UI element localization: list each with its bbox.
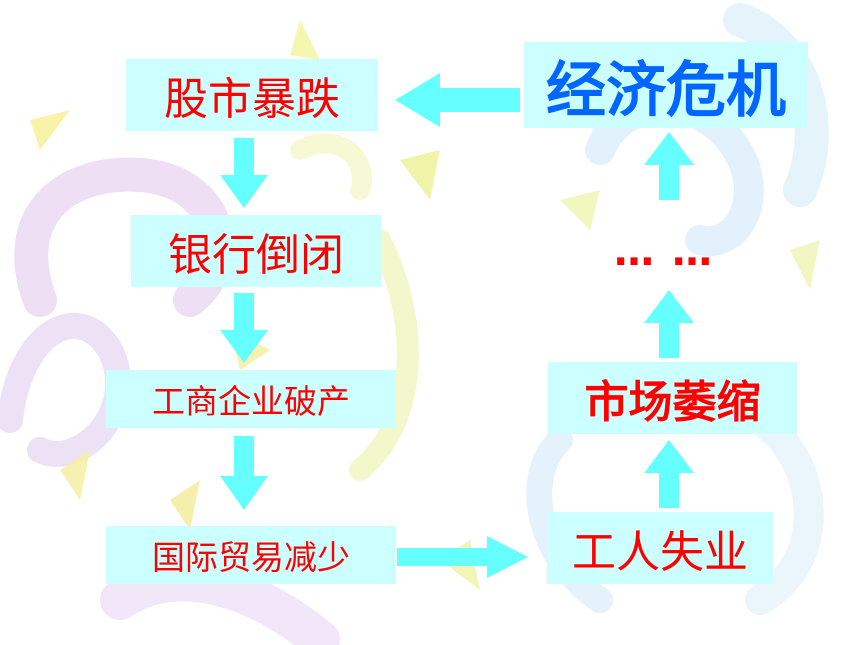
arrow-trade-to-unemployment bbox=[397, 536, 528, 578]
node-market-shrink-label: 市场萎缩 bbox=[584, 377, 761, 428]
node-trade-decline: 国际贸易减少 bbox=[106, 526, 396, 584]
ellipsis-text: … … bbox=[614, 229, 714, 275]
node-trade-decline-label: 国际贸易减少 bbox=[152, 538, 350, 577]
node-bank-closure-label: 银行倒闭 bbox=[168, 230, 344, 281]
node-unemployment-label: 工人失业 bbox=[572, 527, 748, 578]
node-stock-crash: 股市暴跌 bbox=[126, 59, 378, 131]
arrow-ellipsis-to-crisis bbox=[644, 132, 694, 200]
arrow-unemployment-to-market bbox=[644, 440, 694, 508]
node-business-bankruptcy-label: 工商企业破产 bbox=[152, 382, 350, 421]
node-market-shrink: 市场萎缩 bbox=[548, 362, 797, 434]
node-unemployment: 工人失业 bbox=[547, 512, 773, 584]
arrow-crisis-to-stock bbox=[395, 73, 520, 127]
arrow-business-to-trade bbox=[220, 436, 268, 510]
node-business-bankruptcy: 工商企业破产 bbox=[106, 370, 396, 428]
arrow-bank-to-business bbox=[220, 293, 268, 363]
node-stock-crash-label: 股市暴跌 bbox=[164, 74, 340, 125]
arrow-stock-to-bank bbox=[220, 138, 268, 208]
node-economic-crisis: 经济危机 bbox=[524, 42, 808, 128]
node-bank-closure: 银行倒闭 bbox=[131, 215, 381, 287]
arrow-market-to-ellipsis bbox=[644, 290, 694, 358]
node-economic-crisis-label: 经济危机 bbox=[546, 55, 786, 126]
